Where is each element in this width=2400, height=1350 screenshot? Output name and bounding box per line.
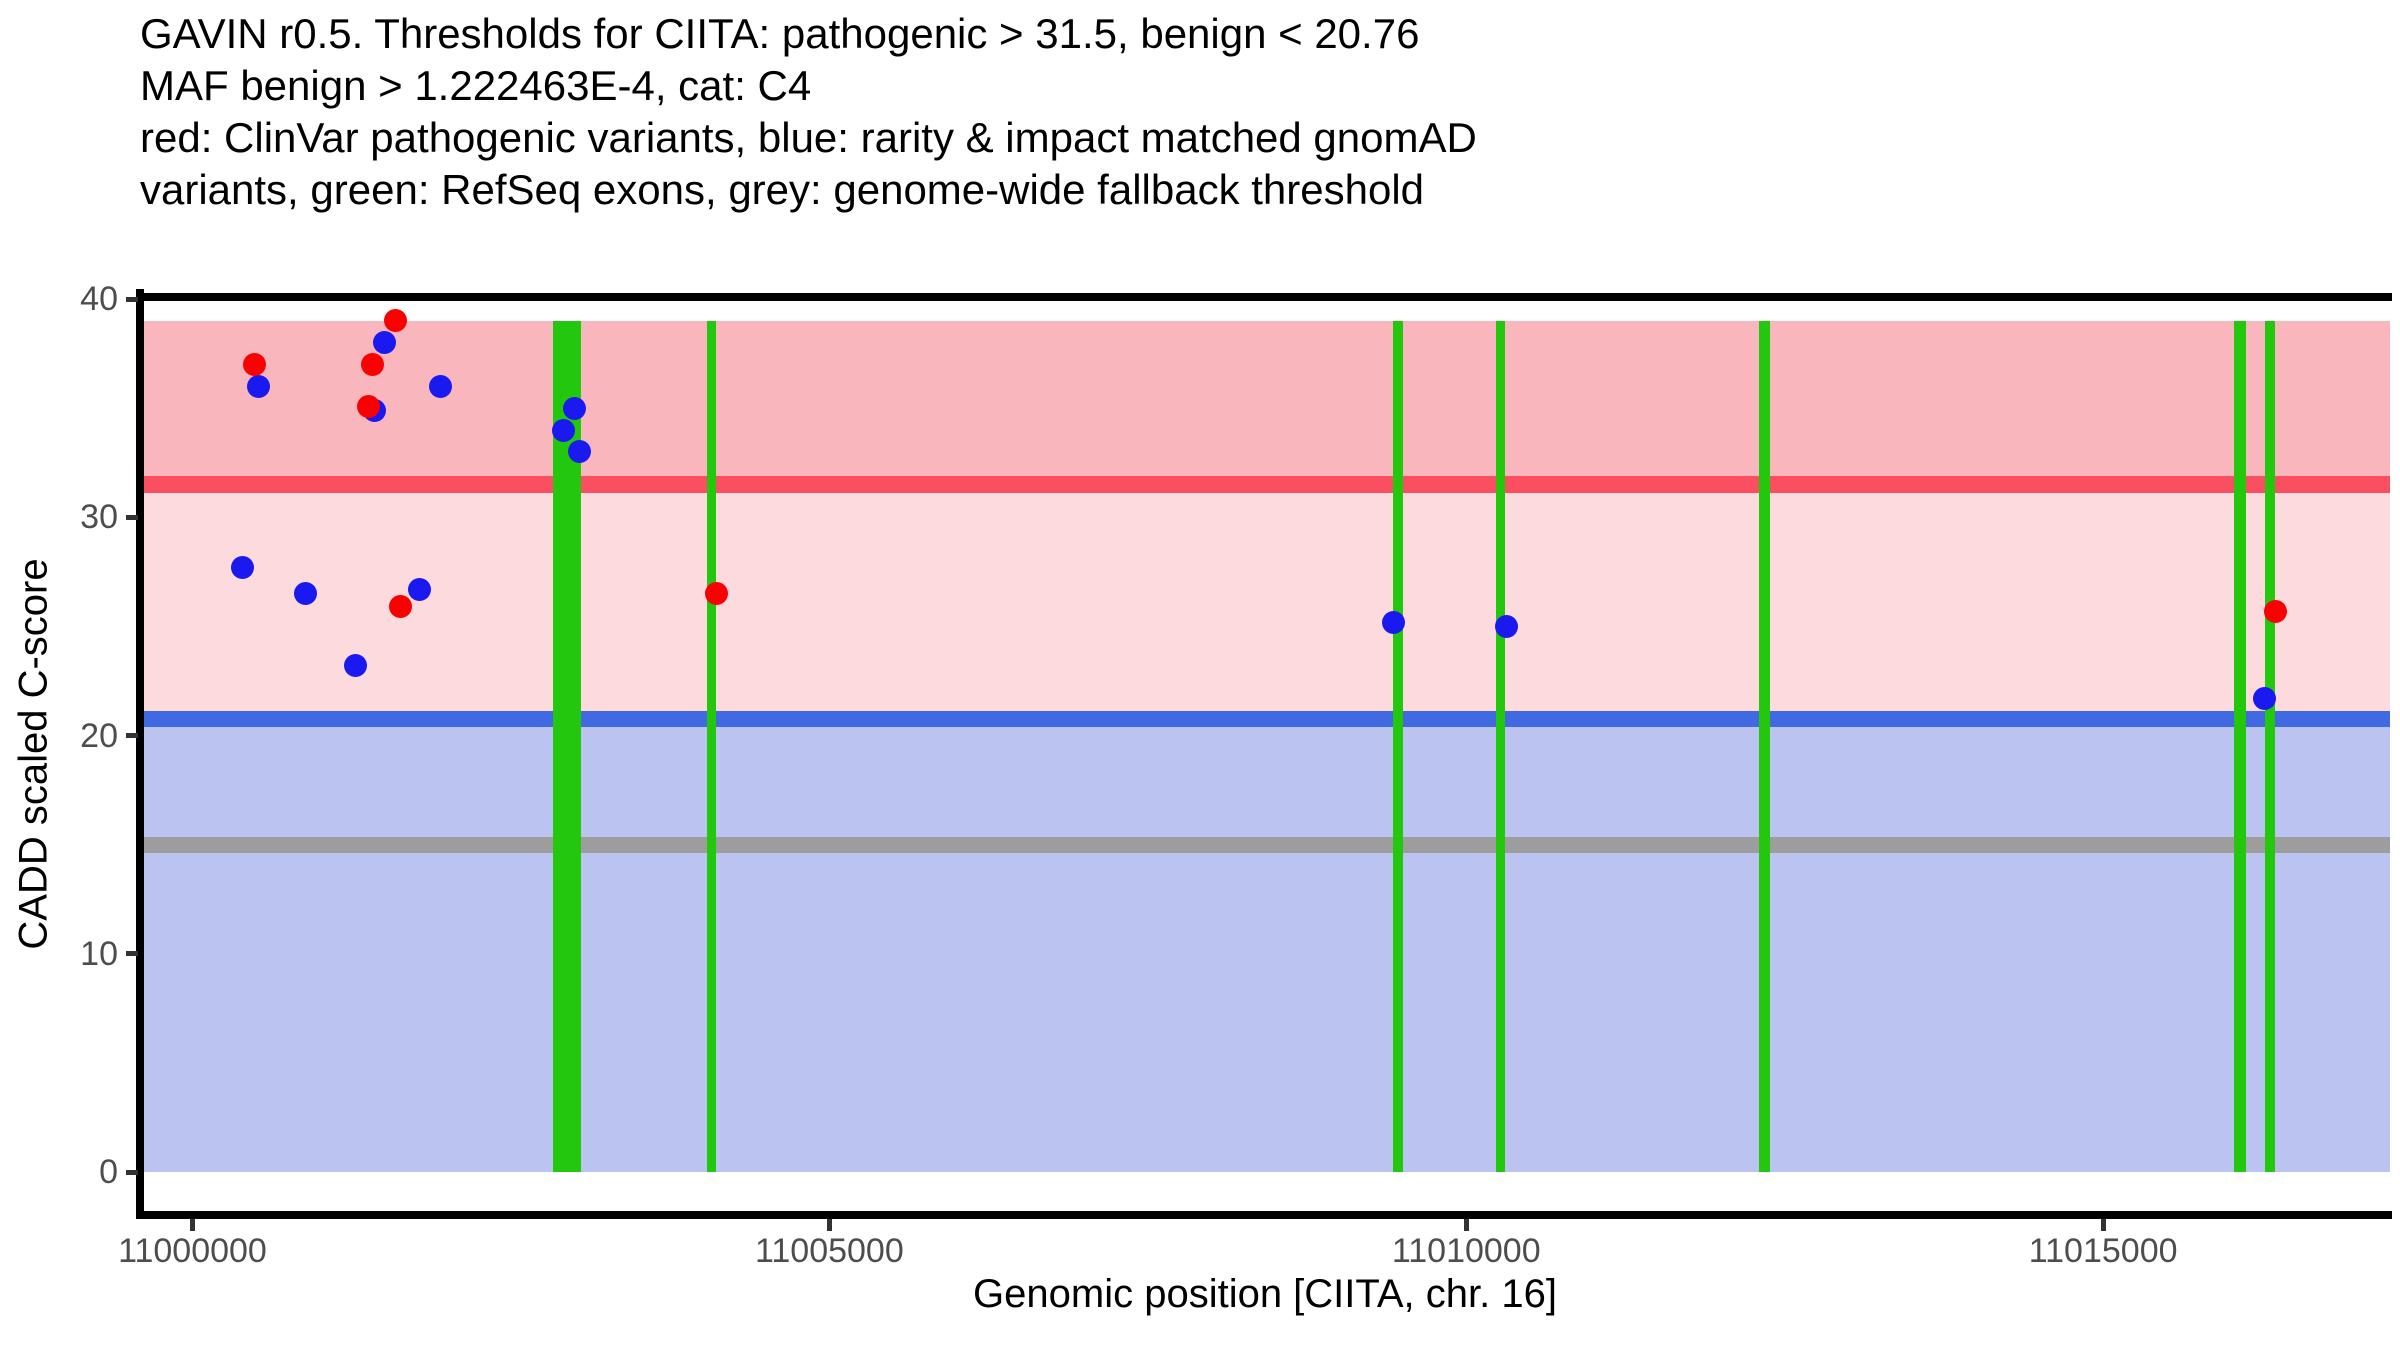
pathogenic-zone [140,320,2390,485]
title-line-4: variants, green: RefSeq exons, grey: gen… [140,166,1425,213]
benign-zone [140,718,2390,1172]
gnomad-variant-point [372,331,396,355]
title-line-2: MAF benign > 1.222463E-4, cat: C4 [140,62,812,109]
clinvar-variant-point [704,582,728,606]
gnomad-variant-point [294,582,318,606]
title-line-3: red: ClinVar pathogenic variants, blue: … [140,114,1477,161]
title-line-1: GAVIN r0.5. Thresholds for CIITA: pathog… [140,10,1420,57]
gnomad-variant-point [343,654,367,678]
gnomad-variant-point [2252,686,2276,710]
refseq-exon-bar [1392,320,1403,1172]
clinvar-variant-point [383,309,407,333]
gnomad-variant-point [1381,610,1405,634]
x-axis-line [136,1211,2392,1219]
gnomad-variant-point [429,374,453,398]
refseq-exon-bar [1759,320,1771,1172]
refseq-exon-bar [2234,320,2246,1172]
gnomad-variant-point [1495,614,1519,638]
gnomad-variant-point [408,577,432,601]
pathogenic-threshold-line [140,476,2390,494]
genome-wide-fallback-line [140,836,2390,853]
gnomad-variant-point [551,418,575,442]
gnomad-variant-point [562,396,586,420]
y-axis-line [136,289,144,1219]
gnomad-variant-point [567,440,591,464]
panel-top-border [136,293,2392,301]
gnomad-variant-point [246,374,270,398]
clinvar-variant-point [2263,599,2287,623]
gnomad-variant-point [231,556,255,580]
clinvar-variant-point [389,595,413,619]
intermediate-zone [140,484,2390,719]
x-axis-title: Genomic position [CIITA, chr. 16] [973,1272,1557,1316]
clinvar-variant-point [356,394,380,418]
refseq-exon-bar [706,320,716,1172]
clinvar-variant-point [360,353,384,377]
plot-title: GAVIN r0.5. Thresholds for CIITA: pathog… [140,8,1477,216]
benign-threshold-line [140,710,2390,727]
refseq-exon-bar [2265,320,2276,1172]
clinvar-variant-point [242,353,266,377]
refseq-exon-bar [1495,320,1506,1172]
